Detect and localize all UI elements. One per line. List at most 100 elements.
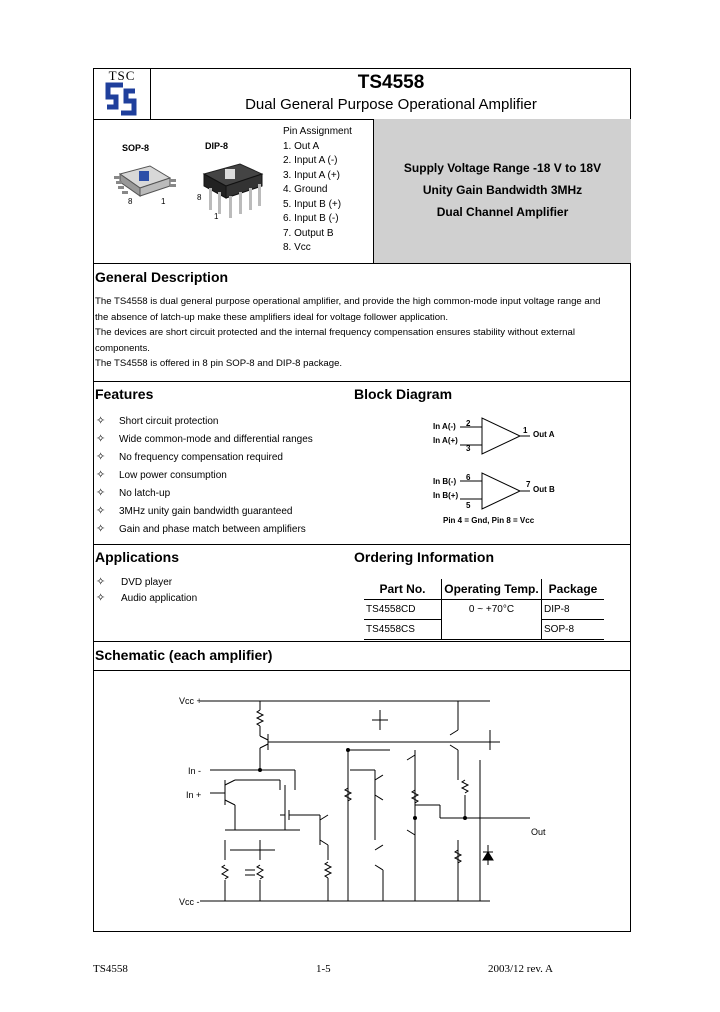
dip-package-icon [202, 163, 264, 218]
op-amp-b-triangle [481, 472, 522, 510]
pin-item: 5. Input B (+) [283, 198, 342, 210]
pin-item: 2. Input A (-) [283, 155, 338, 166]
divider [150, 68, 151, 119]
in-b-minus-label: In B(-) [433, 477, 457, 486]
pin-1-label: 1 [523, 426, 528, 435]
in-a-minus-label: In A(-) [433, 422, 456, 431]
list-item: ✧No frequency compensation required [96, 451, 313, 469]
highlight-item: Dual Channel Amplifier [436, 205, 569, 219]
schematic-title: Schematic (each amplifier) [95, 647, 273, 663]
table-cell: 0 ~ +70°C [441, 599, 542, 620]
package-illustration [114, 163, 264, 218]
pin-item: 6. Input B (-) [283, 213, 339, 224]
highlight-item: Unity Gain Bandwidth 3MHz [422, 183, 583, 197]
pin-item: 4. Ground [283, 184, 328, 195]
highlight-box [373, 119, 631, 263]
pin-item: 7. Output B [283, 227, 334, 239]
resistor [255, 709, 265, 727]
description-line: The TS4558 is dual general purpose opera… [95, 296, 601, 307]
vcc-minus-label: Vcc - [179, 897, 200, 907]
pin-item: 1. Out A [283, 140, 320, 152]
table-cell: TS4558CS [364, 619, 442, 640]
tsc-logo: TSC [96, 68, 148, 118]
resistor [460, 779, 470, 794]
feature-text: Wide common-mode and differential ranges [119, 434, 313, 445]
subtitle: Dual General Purpose Operational Amplifi… [245, 96, 537, 113]
feature-text: No frequency compensation required [119, 452, 283, 463]
application-text: DVD player [121, 577, 173, 588]
feature-text: 3MHz unity gain bandwidth guaranteed [119, 506, 293, 517]
applications-list: ✧ DVD player ✧ Audio application [96, 576, 197, 608]
sop-pin-8: 8 [128, 197, 133, 206]
list-item: ✧ Audio application [96, 592, 197, 608]
dip-pin-8: 8 [197, 193, 202, 202]
bullet-icon: ✧ [96, 523, 106, 535]
pin-2-label: 2 [466, 419, 471, 428]
application-text: Audio application [121, 593, 198, 604]
in-minus-label: In - [188, 766, 202, 776]
divider [93, 119, 631, 120]
description-line: components. [95, 342, 150, 354]
resistor [410, 789, 420, 804]
list-item: ✧ 3MHz unity gain bandwidth guaranteed [96, 505, 313, 523]
bullet-icon: ✧ [96, 469, 106, 481]
out-b-label: Out B [533, 485, 555, 494]
features-list: ✧ Short circuit protection ✧ Wide common-m… [96, 415, 313, 541]
block-diagram-svg [460, 417, 530, 510]
bullet-icon: ✧ [96, 415, 106, 427]
table-header-row: Part No. Operating Temp. Package [364, 579, 604, 600]
page-frame [93, 68, 631, 932]
pin-3-label: 3 [466, 444, 471, 453]
sop-package-icon [114, 165, 176, 197]
list-item: ✧ Low power consumption [96, 469, 313, 487]
list-item: ✧ Short circuit protection [96, 415, 313, 433]
schematic-diagram [200, 700, 530, 902]
dip-pin-1: 1 [214, 212, 219, 221]
table-row: TS4558CS SOP-8 [364, 619, 604, 640]
sop-pin-1: 1 [161, 197, 166, 206]
out-label: Out [531, 827, 546, 837]
list-item: ✧ No latch-up [96, 487, 313, 505]
resistor [256, 864, 264, 880]
pin-item: 3. Input A (+) [283, 169, 340, 181]
resistor [221, 864, 229, 880]
pin-6-label: 6 [466, 473, 471, 482]
part-number-title: TS4558 [357, 72, 425, 93]
pin-5-label: 5 [466, 501, 471, 510]
out-a-label: Out A [533, 430, 555, 439]
feature-text: Gain and phase match between amplifiers [119, 524, 306, 535]
bullet-icon: ✧ [96, 433, 106, 445]
description-line: The devices are short circuit protected … [95, 327, 575, 338]
pin-item: 8. Vcc [283, 242, 311, 253]
block-diagram-title: Block Diagram [354, 386, 453, 402]
feature-text: Low power consumption [119, 470, 227, 481]
logo-icon [105, 82, 137, 116]
feature-text: No latch-up [119, 488, 171, 499]
feature-text: Short circuit protection [119, 416, 219, 427]
table-cell: DIP-8 [541, 599, 604, 620]
resistor [323, 861, 333, 879]
resistor [343, 787, 353, 802]
footer-right: 2003/12 rev. A [488, 963, 553, 975]
sop-label: SOP-8 [122, 143, 150, 153]
logo-text: TSC [108, 68, 136, 83]
in-a-plus-label: In A(+) [433, 436, 458, 445]
table-cell: SOP-8 [541, 619, 604, 640]
table-cell [441, 619, 542, 640]
bullet-icon: ✧ [96, 505, 106, 517]
table-cell: TS4558CD [364, 599, 442, 620]
op-amp-a-triangle [481, 417, 522, 455]
bullet-icon: ✧ [96, 592, 106, 604]
pin-assignment: Pin Assignment 1. Out A 2. Input A (-) 3… [283, 125, 352, 256]
list-item: ✧ DVD player [96, 576, 197, 592]
ordering-table: Part No. Operating Temp. Package TS4558C… [364, 579, 604, 640]
highlight-item: Supply Voltage Range -18 V to 18V [403, 161, 602, 175]
table-row: TS4558CD 0 ~ +70°C DIP-8 [364, 599, 604, 620]
highlights: Supply Voltage Range -18 V to 18V Unity … [374, 157, 631, 223]
general-description-title: General Description [95, 269, 229, 285]
pin-note: Pin 4 = Gnd, Pin 8 = Vcc [443, 516, 535, 525]
dip-label: DIP-8 [205, 141, 229, 151]
divider [93, 263, 631, 264]
bullet-icon: ✧ [96, 576, 106, 588]
bullet-icon: ✧ [96, 487, 106, 499]
